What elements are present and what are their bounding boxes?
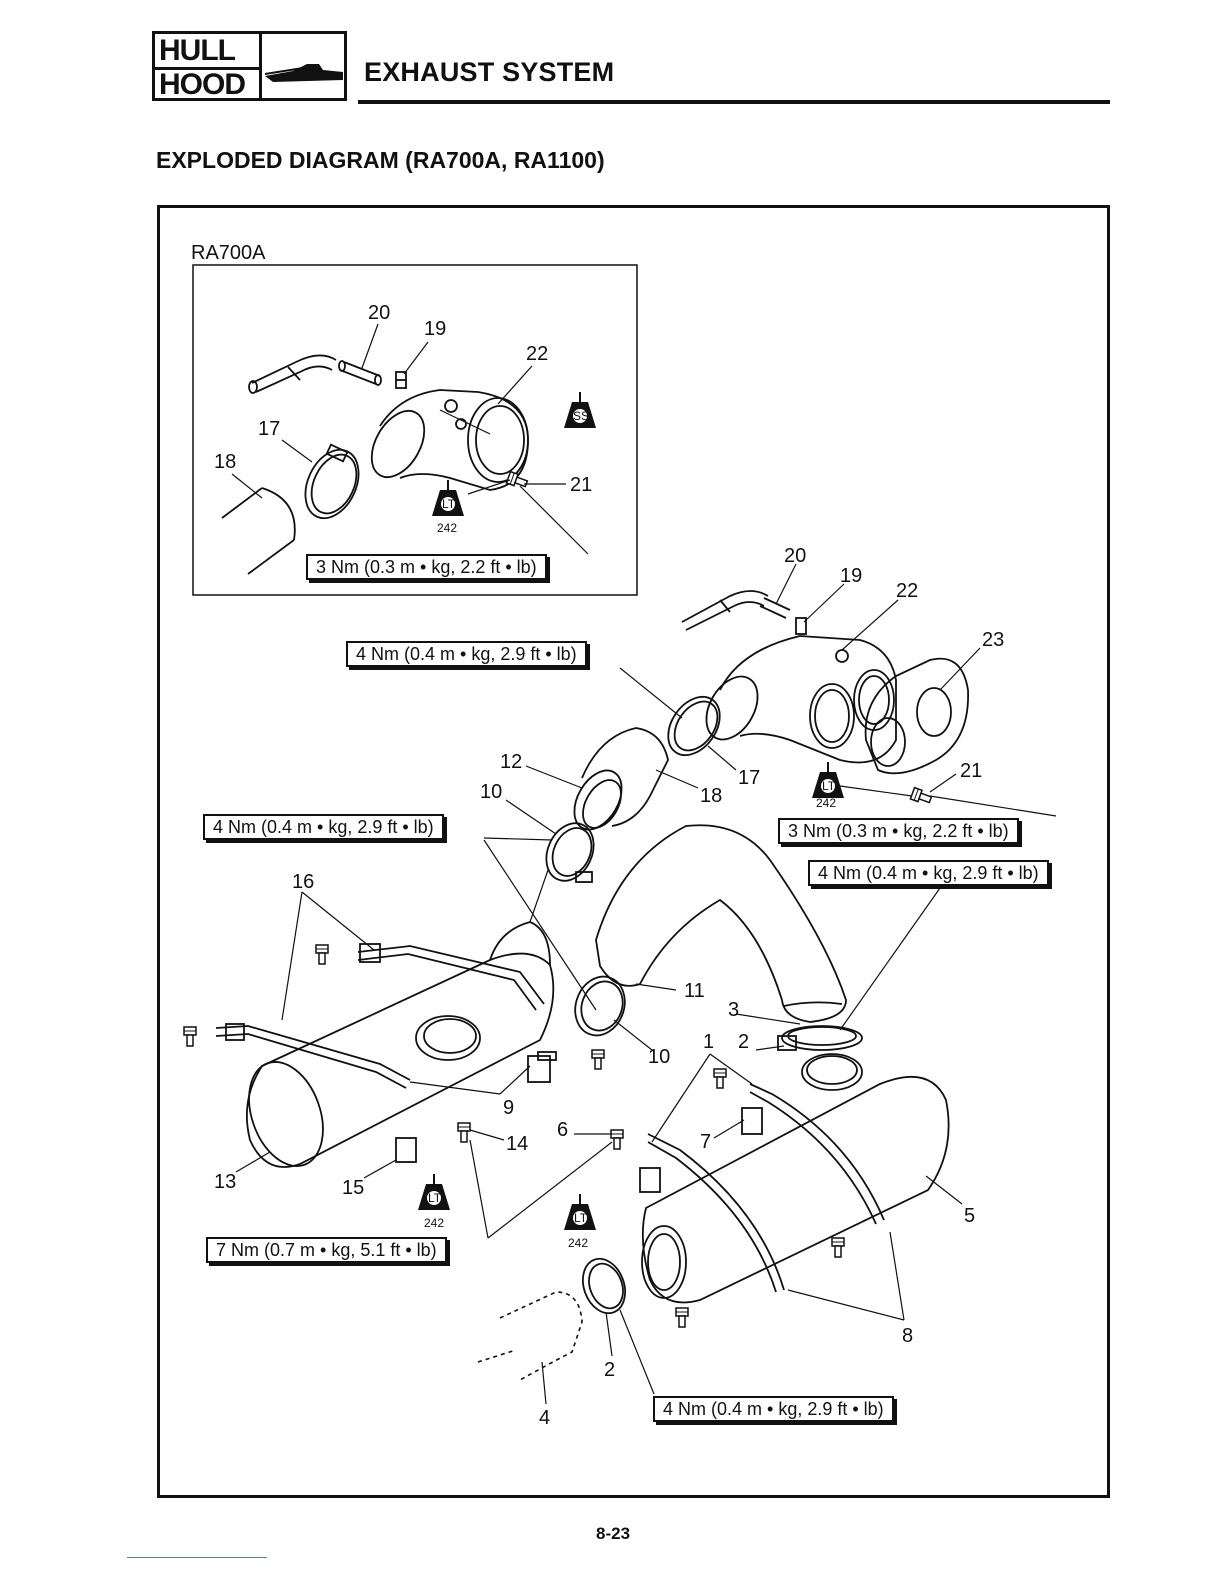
inset-callouts: 20 19 22 17 18 21 [214,302,592,496]
bracket-16 [215,943,545,1089]
torque-spec-right-a: 3 Nm (0.3 m • kg, 2.2 ft • lb) [778,818,1019,844]
inset-leader-lines [231,323,589,555]
callout-17: 17 [738,767,760,789]
lt-locktite-icon-main-2: LT [417,1173,451,1211]
torque-spec-right-b: 4 Nm (0.4 m • kg, 2.9 ft • lb) [808,860,1049,886]
diagram-title: EXPLODED DIAGRAM (RA700A, RA1100) [156,147,605,173]
callout-15: 15 [342,1177,364,1199]
main-callouts: 20 19 22 23 12 10 17 18 21 16 11 3 1 2 1… [214,545,1004,1429]
exhaust-pipe-11 [595,824,847,1023]
logo-divider-vertical [259,34,262,98]
callout-5: 5 [964,1205,975,1227]
lt-locktite-icon: LT [431,479,465,517]
callout-14: 14 [506,1133,528,1155]
main-pipe-20 [759,597,791,619]
callout-17: 17 [258,418,280,440]
callout-20: 20 [784,545,806,567]
torque-spec-left: 4 Nm (0.4 m • kg, 2.9 ft • lb) [203,814,444,840]
main-hose [681,590,769,631]
bracket-15 [395,1137,417,1163]
callout-16: 16 [292,871,314,893]
hose-4 [477,1291,583,1381]
callout-18: 18 [700,785,722,807]
lt-label: LT [822,779,836,793]
inset-elbow-22 [370,389,529,491]
clamp-10-lower [574,975,626,1037]
callout-4: 4 [539,1407,550,1429]
lt-code: 242 [424,1216,444,1230]
logo-text-hull: HULL [159,34,236,67]
lt-code: 242 [816,796,836,810]
section-title: EXHAUST SYSTEM [364,57,615,87]
lt-code: 242 [437,521,457,535]
muffler-13 [245,921,555,1168]
lt-label: LT [442,497,456,511]
callout-22: 22 [896,580,918,602]
ss-label: SS [573,409,589,423]
callout-6: 6 [557,1119,568,1141]
lt-label: LT [428,1191,442,1205]
footer-rule [127,1557,267,1558]
muffler-5 [641,1053,950,1304]
callout-7: 7 [700,1131,711,1153]
main-elbow-22 [705,635,897,764]
clamp-10-upper [545,822,595,883]
callout-9: 9 [503,1097,514,1119]
inset-clamp-17 [304,443,360,520]
torque-spec-bottom-right: 4 Nm (0.4 m • kg, 2.9 ft • lb) [653,1396,894,1422]
gasket-23 [864,657,969,775]
clamp-2-lower [582,1257,626,1315]
callout-21: 21 [960,760,982,782]
hose-12 [573,727,669,831]
callout-1: 1 [703,1031,714,1053]
main-leader-lines [235,563,1057,1405]
diagram-frame [157,205,1110,1498]
callout-22: 22 [526,343,548,365]
main-clamp-17 [667,696,721,756]
inset-hose-18 [221,487,296,575]
callout-11: 11 [684,980,705,1002]
lt-locktite-icon-main-1: LT [811,761,845,799]
torque-spec-bottom-left: 7 Nm (0.7 m • kg, 5.1 ft • lb) [206,1237,447,1263]
lt-locktite-icon-main-3: LT [563,1193,597,1231]
logo-text-hood: HOOD [159,68,246,101]
callout-10: 10 [480,781,502,803]
bracket-9 [527,1051,557,1083]
torque-spec-inset: 3 Nm (0.3 m • kg, 2.2 ft • lb) [306,554,547,580]
ss-sealant-icon: SS [563,391,597,429]
callout-19: 19 [840,565,862,587]
inset-hose [248,354,337,394]
callout-3: 3 [728,999,739,1021]
section-logo: HULL HOOD [152,31,347,101]
header-rule [358,100,1110,104]
inset-clip-19 [395,371,407,389]
callout-12: 12 [500,751,522,773]
torque-spec-upper-left: 4 Nm (0.4 m • kg, 2.9 ft • lb) [346,641,587,667]
callout-21: 21 [570,474,592,496]
lt-code: 242 [568,1236,588,1250]
callout-19: 19 [424,318,446,340]
lt-label: LT [574,1211,588,1225]
callout-13: 13 [214,1171,236,1193]
callout-2: 2 [738,1031,749,1053]
callout-2b: 2 [604,1359,615,1381]
callout-18: 18 [214,451,236,473]
inset-label: RA700A [191,242,266,264]
callout-8: 8 [902,1325,913,1347]
callout-20: 20 [368,302,390,324]
bracket-8 [639,1083,885,1293]
main-clip-19 [795,617,807,635]
watercraft-icon [264,64,343,82]
inset-box [192,264,638,596]
page-number: 8-23 [596,1524,631,1543]
callout-23: 23 [982,629,1004,651]
inset-pipe-20 [338,360,382,386]
callout-10b: 10 [648,1046,670,1068]
clamp-2-upper [777,1025,863,1051]
logo-divider-horizontal [155,67,259,70]
